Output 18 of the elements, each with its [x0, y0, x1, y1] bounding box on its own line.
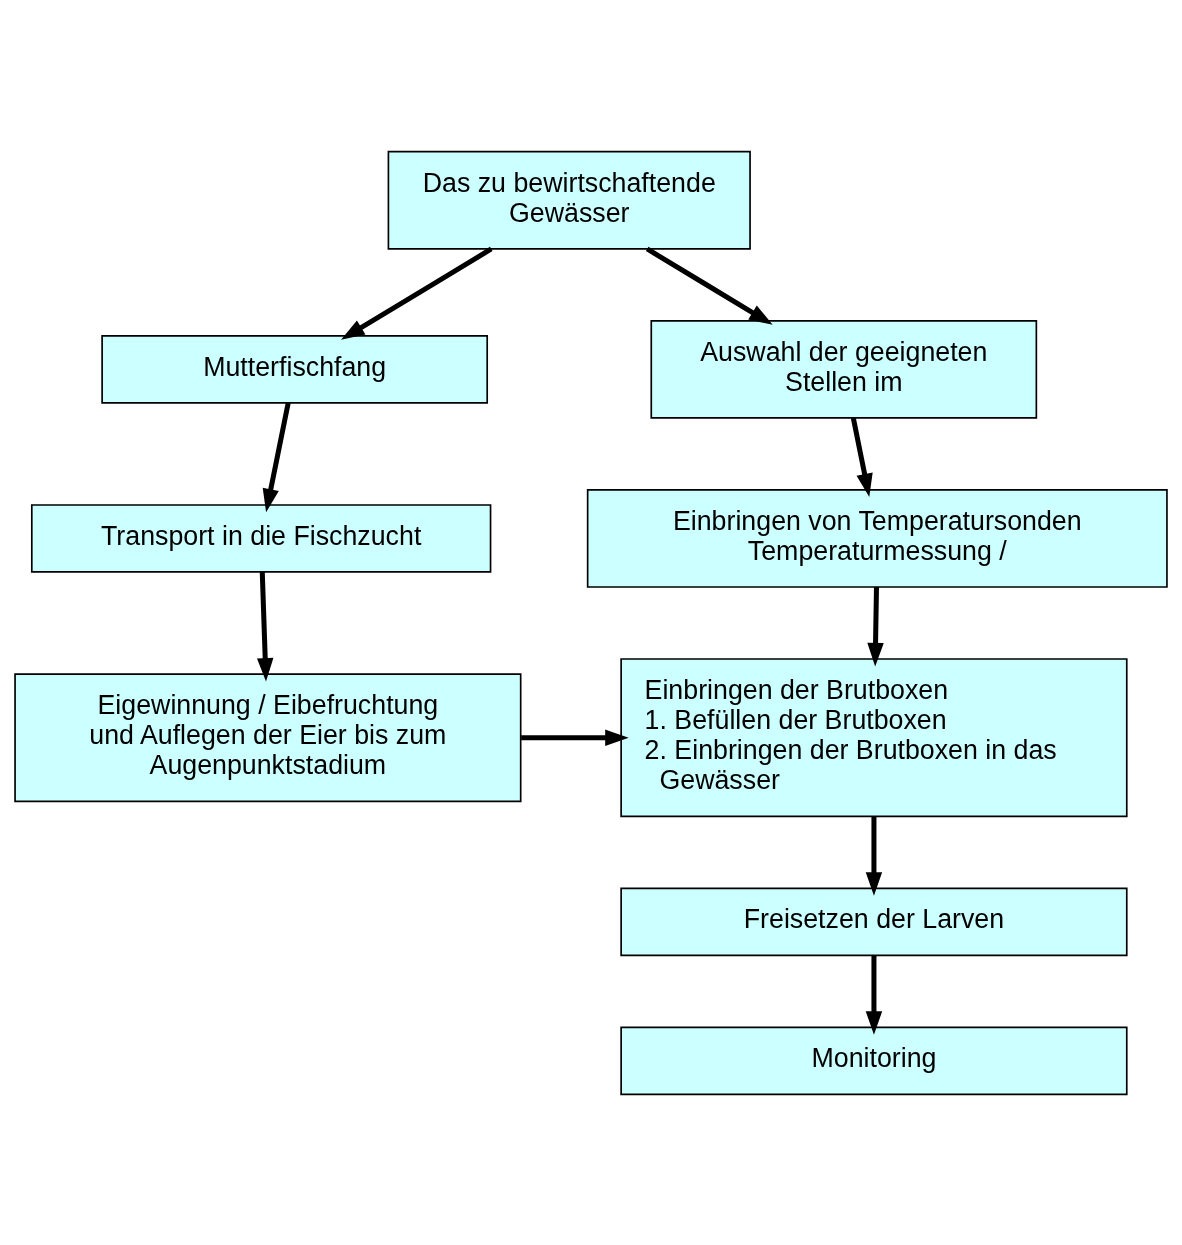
arrow	[262, 402, 291, 512]
arrow	[865, 816, 883, 896]
arrow	[850, 417, 873, 497]
node-box: Eigewinnung / Eibefruchtung und Auflegen der Eier bis zum Augenpunktstadium	[14, 672, 522, 802]
arrow	[521, 728, 629, 746]
node-box: Einbringen der Brutboxen 1. Befüllen der Brutboxen 2. Einbringen der Brutboxen in das Gewässer	[620, 657, 1128, 817]
node-box: Einbringen von Temperatursonden Temperaturmessung /	[586, 488, 1168, 588]
arrow	[867, 586, 884, 666]
arrow	[341, 246, 493, 340]
node-box: Mutterfischfang	[101, 334, 489, 404]
arrow	[645, 246, 773, 325]
arrow	[865, 955, 883, 1035]
arrow	[256, 571, 274, 682]
node-box: Das zu bewirtschaftende Gewässer	[387, 150, 751, 250]
node-box: Auswahl der geeigneten Stellen im	[650, 319, 1038, 419]
node-box: Transport in die Fischzucht	[30, 503, 492, 573]
node-box: Freisetzen der Larven	[620, 887, 1128, 956]
node-box: Monitoring	[620, 1026, 1128, 1095]
